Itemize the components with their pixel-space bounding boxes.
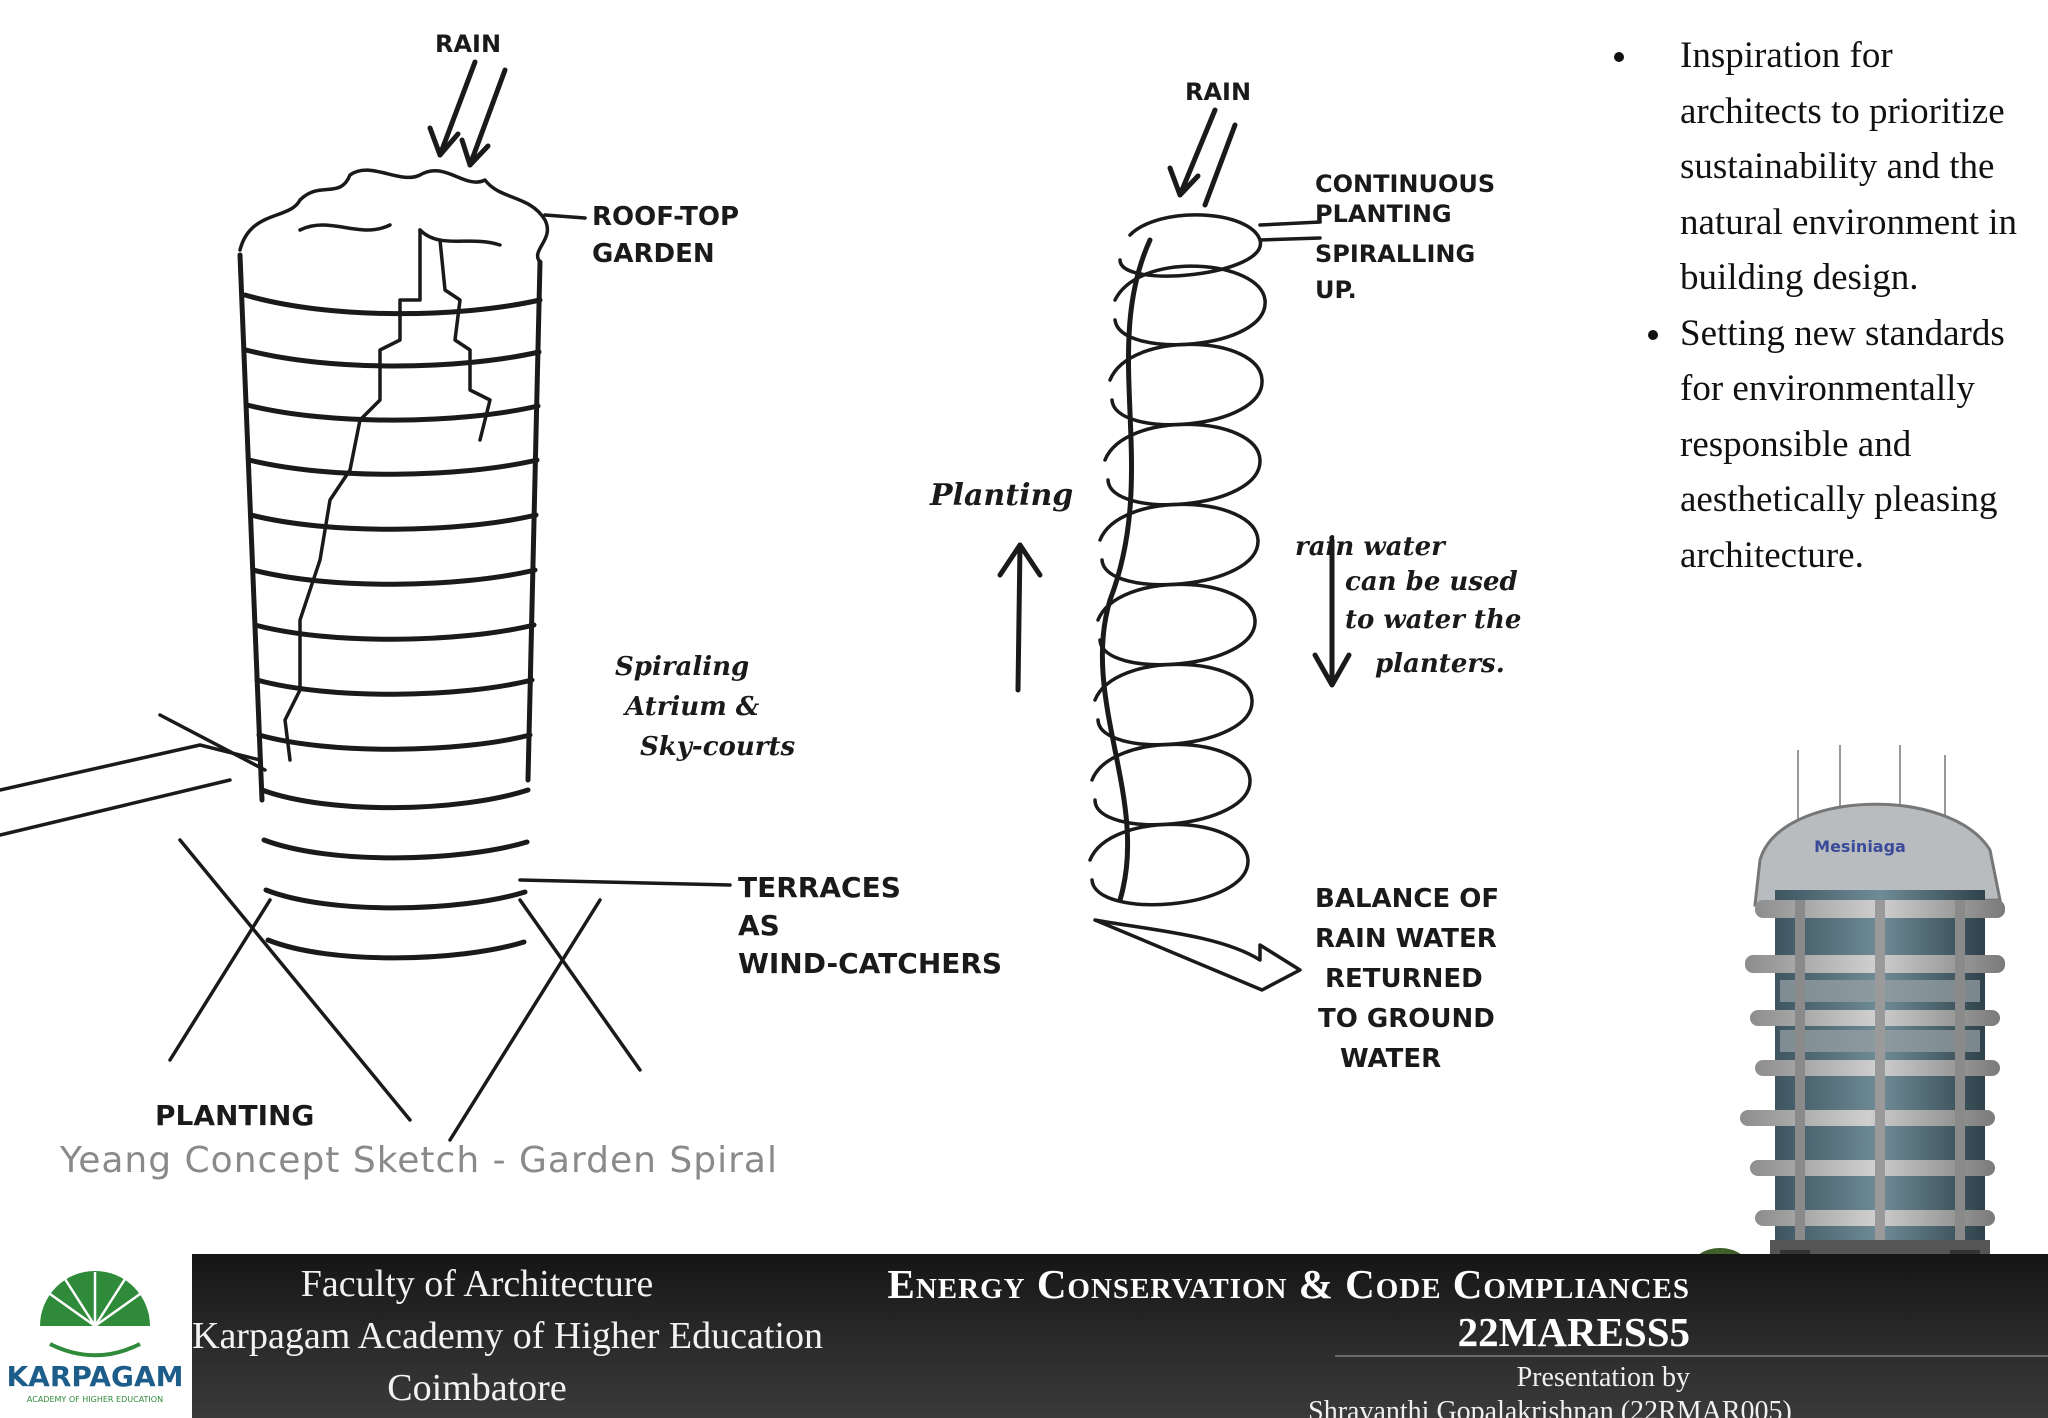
continuous-label-3: SPIRALLING xyxy=(1315,240,1475,268)
continuous-label-4: UP. xyxy=(1315,276,1357,304)
faculty-name: Faculty of Architecture xyxy=(300,1263,654,1305)
balance-label-1: BALANCE OF xyxy=(1315,884,1499,914)
rain-water-label-3: to water the xyxy=(1345,605,1521,635)
planting-script-label: Planting xyxy=(929,478,1073,513)
bullet-text: Inspiration for architects to prioritize… xyxy=(1680,35,2018,298)
rain-water-label-2: can be used xyxy=(1345,567,1518,597)
balance-label-3: RETURNED xyxy=(1325,964,1483,994)
balance-label-2: RAIN WATER xyxy=(1315,924,1497,954)
tower-sign: Mesiniaga xyxy=(1814,837,1906,856)
course-title: Energy Conservation & Code Compliances xyxy=(887,1261,1690,1307)
presented-by-label: Presentation by xyxy=(1516,1362,1690,1393)
institution-block: Faculty of Architecture Karpagam Academy… xyxy=(192,1258,823,1414)
spiraling-label-3: Sky-courts xyxy=(640,732,795,762)
spiraling-label-1: Spiraling xyxy=(615,652,749,682)
rain-water-label-4: planters. xyxy=(1375,649,1505,679)
institution-name: Karpagam Academy of Higher Education xyxy=(192,1315,823,1357)
footer-band xyxy=(192,1254,2048,1418)
terraces-label-1: TERRACES xyxy=(738,871,901,904)
author-name: Shravanthi Gopalakrishnan (22RMAR005) xyxy=(1308,1396,1792,1418)
bullet-dot-icon xyxy=(1614,52,1624,62)
bullet-list: Inspiration for architects to prioritize… xyxy=(1600,28,2040,583)
institution-logo: KARPAGAM ACADEMY OF HIGHER EDUCATION xyxy=(0,1254,190,1418)
logo-text: KARPAGAM xyxy=(6,1360,183,1393)
slide-footer: KARPAGAM ACADEMY OF HIGHER EDUCATION Fac… xyxy=(0,1254,2048,1418)
logo-emblem-icon: KARPAGAM ACADEMY OF HIGHER EDUCATION xyxy=(6,1271,184,1404)
sketch-caption: Yeang Concept Sketch - Garden Spiral xyxy=(60,1140,778,1181)
spiral-rain-label: RAIN xyxy=(1185,78,1251,106)
balance-label-5: WATER xyxy=(1340,1044,1441,1074)
logo-subtext: ACADEMY OF HIGHER EDUCATION xyxy=(27,1395,163,1404)
terraces-label-3: WIND-CATCHERS xyxy=(738,947,1002,980)
institution-city: Coimbatore xyxy=(387,1367,567,1409)
roof-top-label-2: GARDEN xyxy=(592,239,715,269)
course-code: 22MARESS5 xyxy=(1457,1309,1690,1355)
rain-water-label-1: rain water xyxy=(1295,532,1447,562)
roof-top-label-1: ROOF-TOP xyxy=(592,202,739,232)
bullet-text: Setting new standards for environmentall… xyxy=(1680,312,2005,576)
balance-label-4: TO GROUND xyxy=(1318,1004,1495,1034)
bullet-item: Setting new standards for environmentall… xyxy=(1600,306,2040,584)
terraces-label-2: AS xyxy=(738,909,780,942)
tower-rain-label: RAIN xyxy=(435,30,501,58)
concept-sketch: RAIN ROOF-TOP GARDEN Spiraling Atrium & … xyxy=(0,30,1521,1142)
continuous-label-1: CONTINUOUS xyxy=(1315,170,1495,198)
spiral-sketch: RAIN CONTINUOUS PLANTING SPIRALLING UP. … xyxy=(929,78,1521,1074)
continuous-label-2: PLANTING xyxy=(1315,200,1452,228)
sketch-drawing: RAIN ROOF-TOP GARDEN Spiraling Atrium & … xyxy=(0,30,1521,1142)
bullet-dot-icon xyxy=(1648,329,1658,340)
bullet-item: Inspiration for architects to prioritize… xyxy=(1600,28,2040,306)
footer-divider xyxy=(1335,1355,2048,1357)
tower-sketch: RAIN ROOF-TOP GARDEN Spiraling Atrium & … xyxy=(0,30,1002,1142)
planting-label: PLANTING xyxy=(155,1099,314,1132)
spiraling-label-2: Atrium & xyxy=(622,692,760,722)
